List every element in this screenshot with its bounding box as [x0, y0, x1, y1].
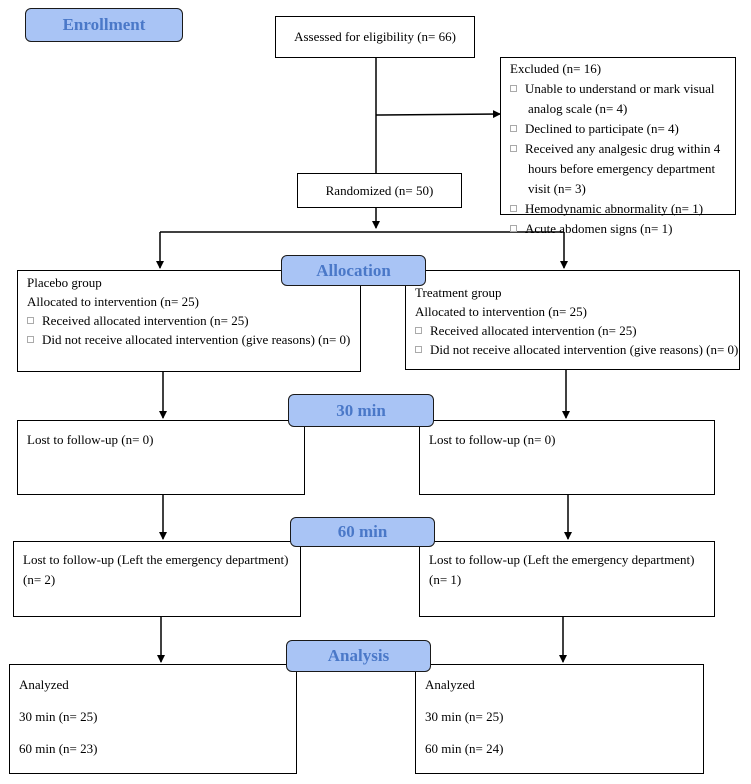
placebo-allocated: Allocated to intervention (n= 25) — [27, 294, 199, 309]
excluded-reason: Received any analgesic drug within 4 — [510, 139, 735, 159]
excluded-reason: Hemodynamic abnormality (n= 1) — [510, 199, 735, 219]
stage-analysis: Analysis — [286, 640, 431, 672]
excluded-reason: Declined to participate (n= 4) — [510, 119, 735, 139]
placebo-received: Received allocated intervention (n= 25) — [27, 311, 360, 330]
treatment-allocated: Allocated to intervention (n= 25) — [415, 304, 587, 319]
treatment-lost30: Lost to follow-up (n= 0) — [429, 432, 556, 447]
placebo-lost60-line1: Lost to follow-up (Left the emergency de… — [23, 552, 289, 567]
placebo-allocation-box: Placebo group Allocated to intervention … — [17, 270, 361, 372]
bullet-icon — [510, 125, 517, 132]
placebo-analyzed-60: 60 min (n= 23) — [19, 741, 98, 756]
placebo-analyzed: Analyzed — [19, 677, 69, 692]
excluded-reason-cont: analog scale (n= 4) — [528, 101, 628, 116]
treatment-60min-box: Lost to follow-up (Left the emergency de… — [419, 541, 715, 617]
bullet-icon — [27, 336, 34, 343]
randomized-box: Randomized (n= 50) — [297, 173, 462, 208]
randomized-text: Randomized (n= 50) — [325, 182, 434, 198]
treatment-lost60-line2: (n= 1) — [429, 572, 462, 587]
bullet-icon — [27, 317, 34, 324]
placebo-analyzed-30: 30 min (n= 25) — [19, 709, 98, 724]
assessed-box: Assessed for eligibility (n= 66) — [275, 16, 475, 58]
excluded-reason-cont: hours before emergency department — [528, 161, 716, 176]
excluded-reason: Unable to understand or mark visual — [510, 79, 735, 99]
bullet-icon — [415, 327, 422, 334]
treatment-analysis-box: Analyzed 30 min (n= 25) 60 min (n= 24) — [415, 664, 704, 774]
excluded-box: Excluded (n= 16) Unable to understand or… — [500, 57, 736, 236]
bullet-icon — [415, 346, 422, 353]
treatment-lost60-line1: Lost to follow-up (Left the emergency de… — [429, 552, 695, 567]
treatment-analyzed-60: 60 min (n= 24) — [425, 741, 504, 756]
stage-60min: 60 min — [290, 517, 435, 547]
placebo-60min-box: Lost to follow-up (Left the emergency de… — [13, 541, 301, 617]
bullet-icon — [510, 225, 517, 232]
placebo-lost30: Lost to follow-up (n= 0) — [27, 432, 154, 447]
treatment-analyzed: Analyzed — [425, 677, 475, 692]
stage-allocation: Allocation — [281, 255, 426, 286]
excluded-reason-cont: visit (n= 3) — [528, 181, 586, 196]
arrow-to-excluded — [375, 110, 501, 119]
excluded-reason: Acute abdomen signs (n= 1) — [510, 219, 735, 239]
treatment-30min-box: Lost to follow-up (n= 0) — [419, 420, 715, 495]
treatment-allocation-box: Treatment group Allocated to interventio… — [405, 270, 740, 370]
placebo-lost60-line2: (n= 2) — [23, 572, 56, 587]
stage-30min: 30 min — [288, 394, 434, 427]
treatment-group-label: Treatment group — [415, 285, 502, 300]
bullet-icon — [510, 205, 517, 212]
treatment-received: Received allocated intervention (n= 25) — [415, 321, 739, 340]
placebo-not-received: Did not receive allocated intervention (… — [27, 330, 360, 349]
bullet-icon — [510, 85, 517, 92]
placebo-analysis-box: Analyzed 30 min (n= 25) 60 min (n= 23) — [9, 664, 297, 774]
stage-enrollment: Enrollment — [25, 8, 183, 42]
assessed-text: Assessed for eligibility (n= 66) — [294, 29, 456, 44]
treatment-not-received: Did not receive allocated intervention (… — [415, 340, 739, 359]
placebo-30min-box: Lost to follow-up (n= 0) — [17, 420, 305, 495]
placebo-group-label: Placebo group — [27, 275, 102, 290]
excluded-title: Excluded (n= 16) — [510, 61, 602, 76]
treatment-analyzed-30: 30 min (n= 25) — [425, 709, 504, 724]
bullet-icon — [510, 145, 517, 152]
